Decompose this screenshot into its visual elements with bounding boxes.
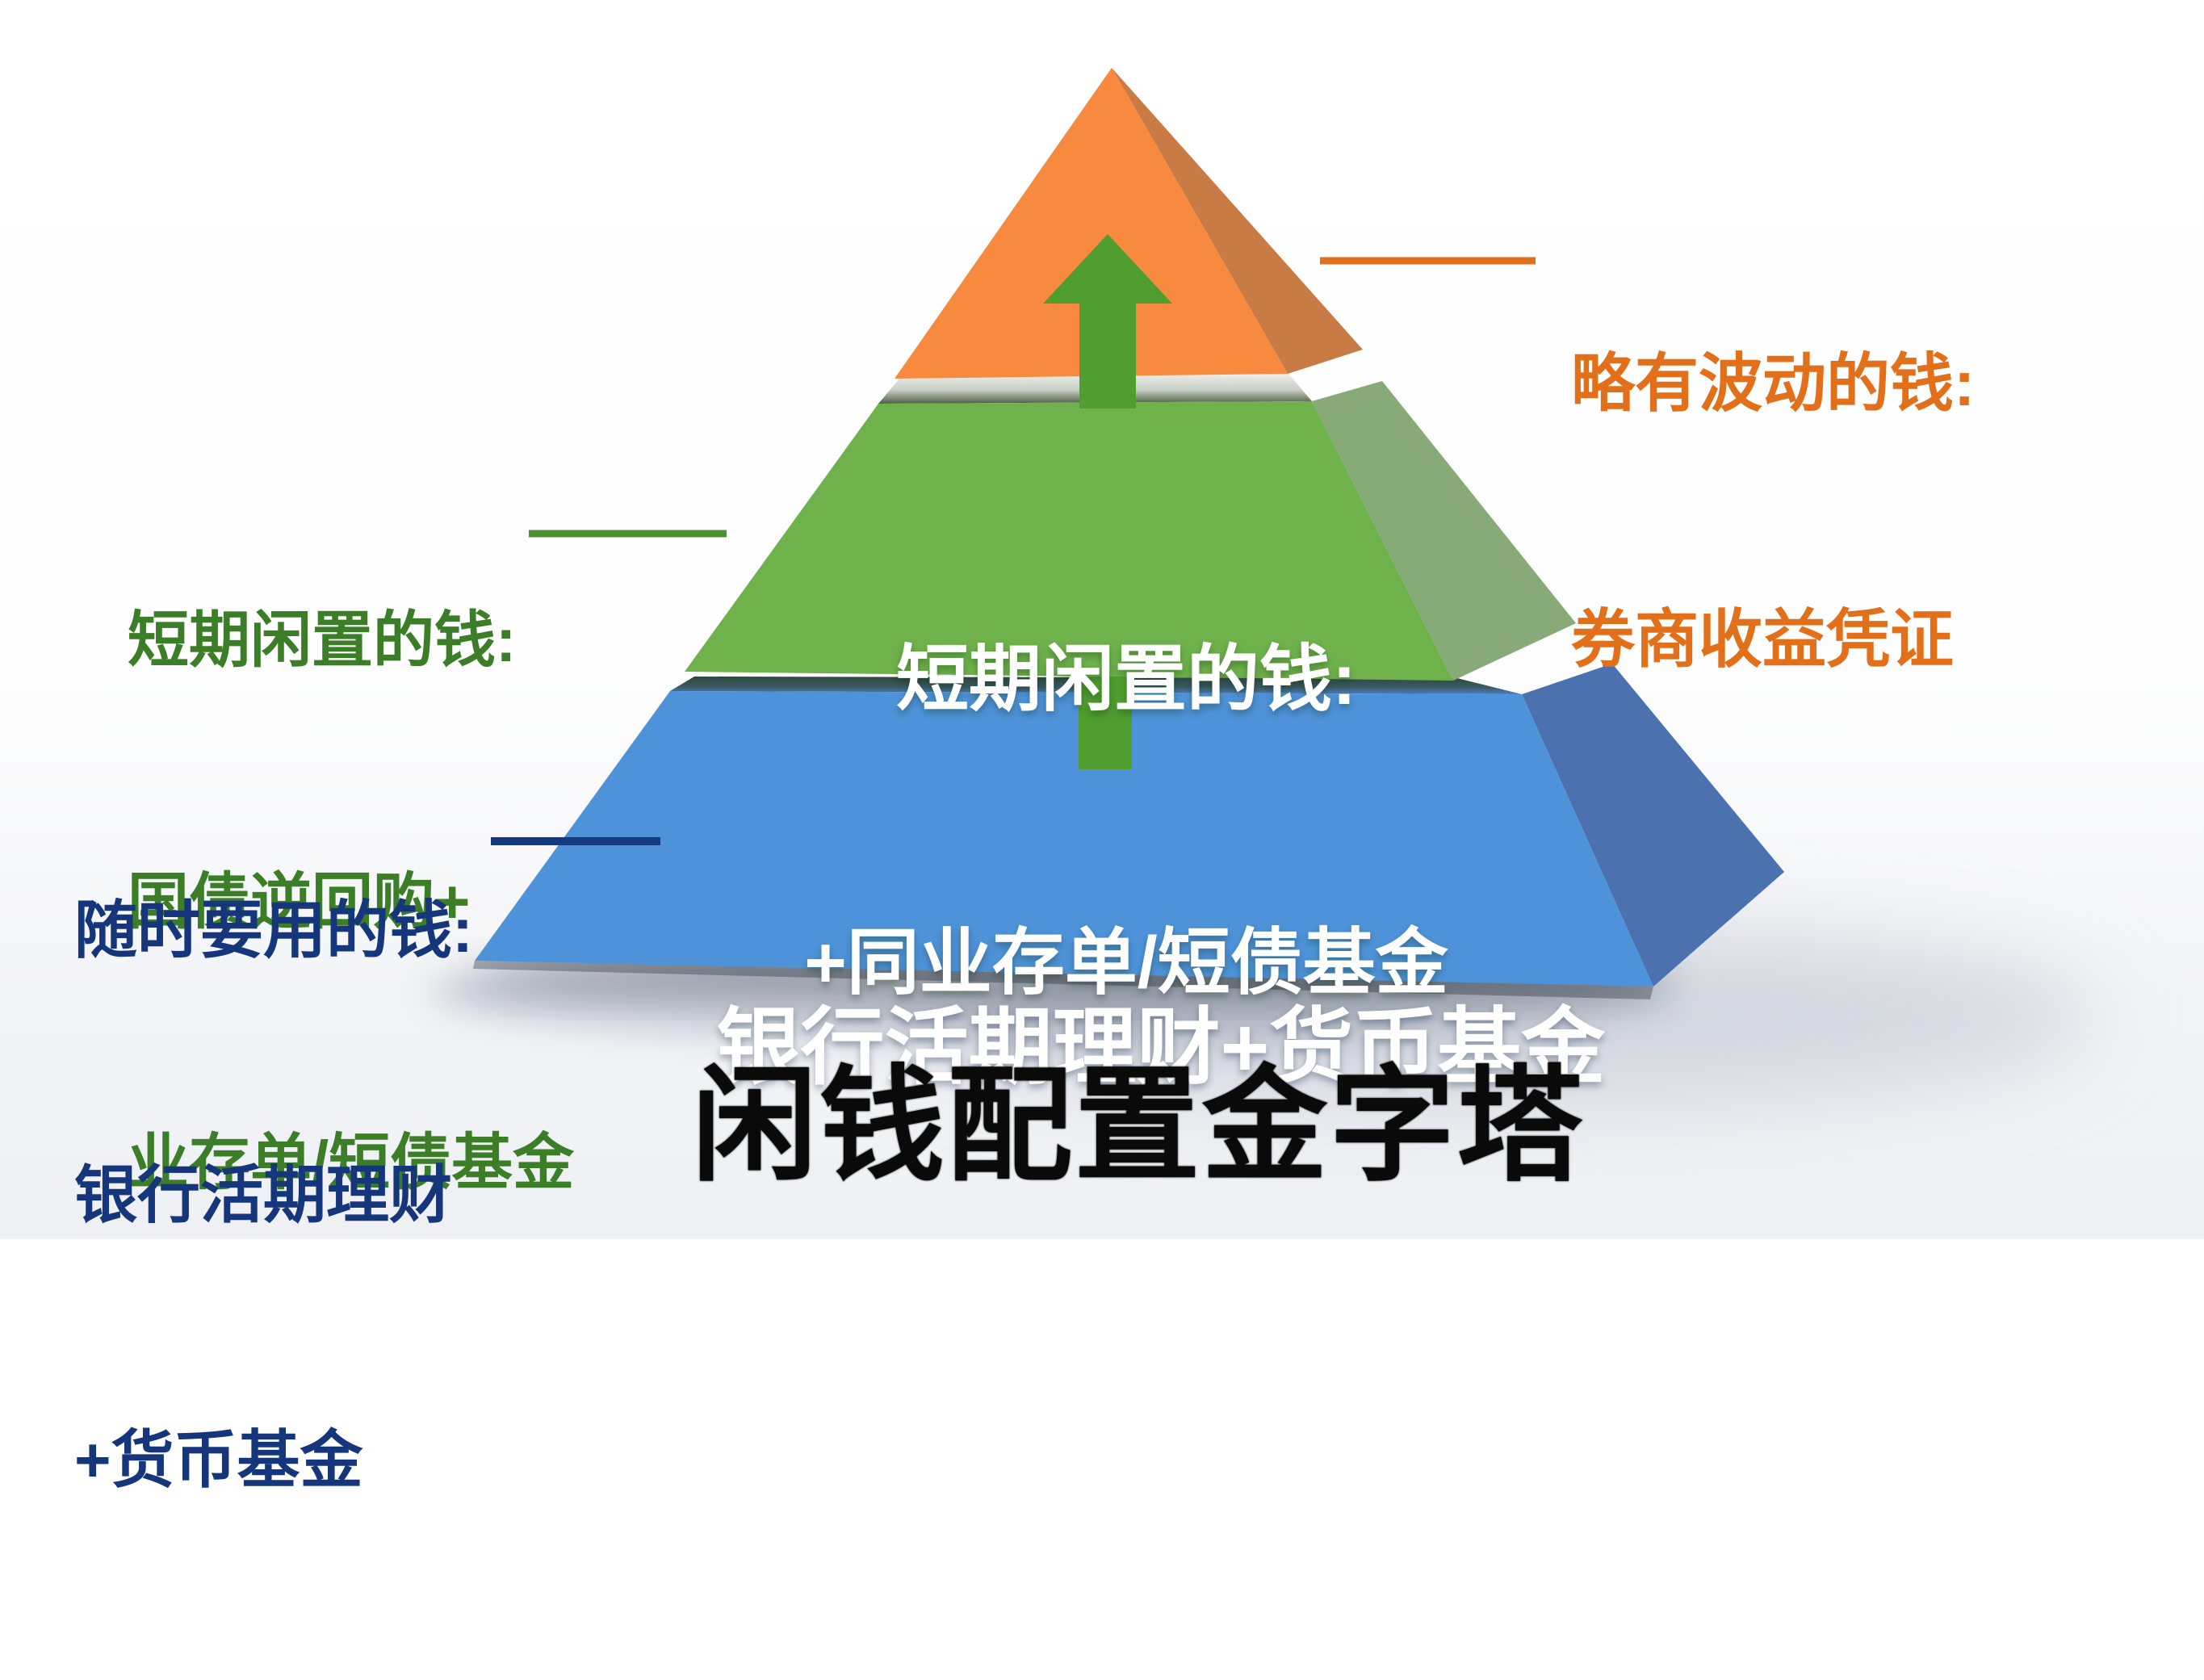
bottom-tier-front-face: [475, 691, 1653, 987]
up-arrow-shaft-lower: [1079, 677, 1132, 769]
annotation-bottom-line3: +货币基金: [74, 1423, 363, 1495]
pyramid-diagram: 短期闲置的钱: +同业存单/短债基金 银行活期理财+货币基金 短期闲置的钱: 国…: [0, 0, 2204, 1495]
annotation-middle-line3: 业存单/短债基金: [128, 1129, 575, 1198]
annotation-middle-tier: 短期闲置的钱: 国债逆回购+ 业存单/短债基金: [128, 423, 574, 1381]
annotation-middle-line2: 国债逆回购+: [128, 867, 471, 936]
annotation-bottom-line2: 银行活期理财: [74, 1158, 453, 1230]
pyramid-scene: [428, 68, 2099, 1106]
annotation-middle-line1: 短期闲置的钱:: [128, 605, 517, 675]
annotation-top-tier: 略有波动的钱: 券商收益凭证: [1571, 170, 1975, 853]
bottom-tier-label-line1: 银行活期理财+货币基金: [716, 1000, 1606, 1095]
middle-tier-front-face: [685, 401, 1453, 681]
bottom-tier-side-face: [1522, 664, 1784, 987]
middle-tier-label: 短期闲置的钱: +同业存单/短债基金: [723, 444, 1530, 1200]
middle-tier-label-line1: 短期闲置的钱:: [896, 639, 1356, 720]
diagram-title: 闲钱配置金字塔: [692, 1056, 1585, 1196]
bottom-tier-base-shadow: [473, 961, 1653, 999]
middle-tier-side-face: [1312, 381, 1576, 681]
up-arrow-icon: [1043, 234, 1172, 408]
annotation-top-line2: 券商收益凭证: [1571, 603, 1954, 676]
annotation-bottom-line1: 随时要用的钱:: [74, 894, 473, 966]
annotation-top-line1: 略有波动的钱:: [1571, 346, 1976, 419]
top-tier-front-face: [895, 68, 1288, 379]
bottom-tier-label: 银行活期理财+货币基金: [677, 796, 1645, 1300]
middle-tier-label-line2: +同业存单/短债基金: [804, 923, 1448, 1003]
annotation-bottom-tier: 随时要用的钱: 银行活期理财 +货币基金: [74, 710, 473, 1680]
top-tier-side-face: [1112, 68, 1363, 374]
